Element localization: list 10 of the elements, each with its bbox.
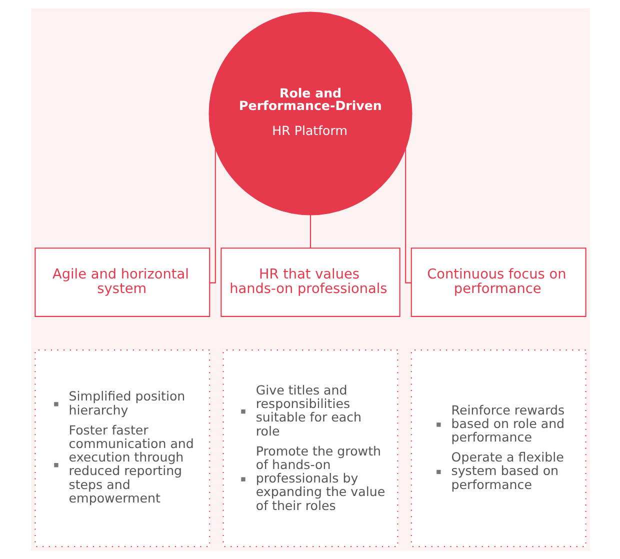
node-box: Give titles and responsibilities suitable for each role Promote the growth of hands-on professionals by expanding the value of their roles xyxy=(222,350,398,548)
node-box: Reinforce rewards based on role and performance Operate a flexible system based on performance xyxy=(410,350,586,548)
node-box: Simplified position hierarchy Foster faster communication and execution through reduced reporting steps and empowerment xyxy=(34,350,210,548)
node-circle: Role and Performance-Driven HR Platform xyxy=(208,12,412,216)
node-box: Agile and horizontal system xyxy=(34,248,210,317)
node-box: Continuous focus on performance xyxy=(410,248,586,317)
connector xyxy=(309,214,311,248)
connector xyxy=(404,148,411,284)
connector xyxy=(209,148,216,284)
node-box: HR that values hands-on professionals xyxy=(220,248,400,317)
